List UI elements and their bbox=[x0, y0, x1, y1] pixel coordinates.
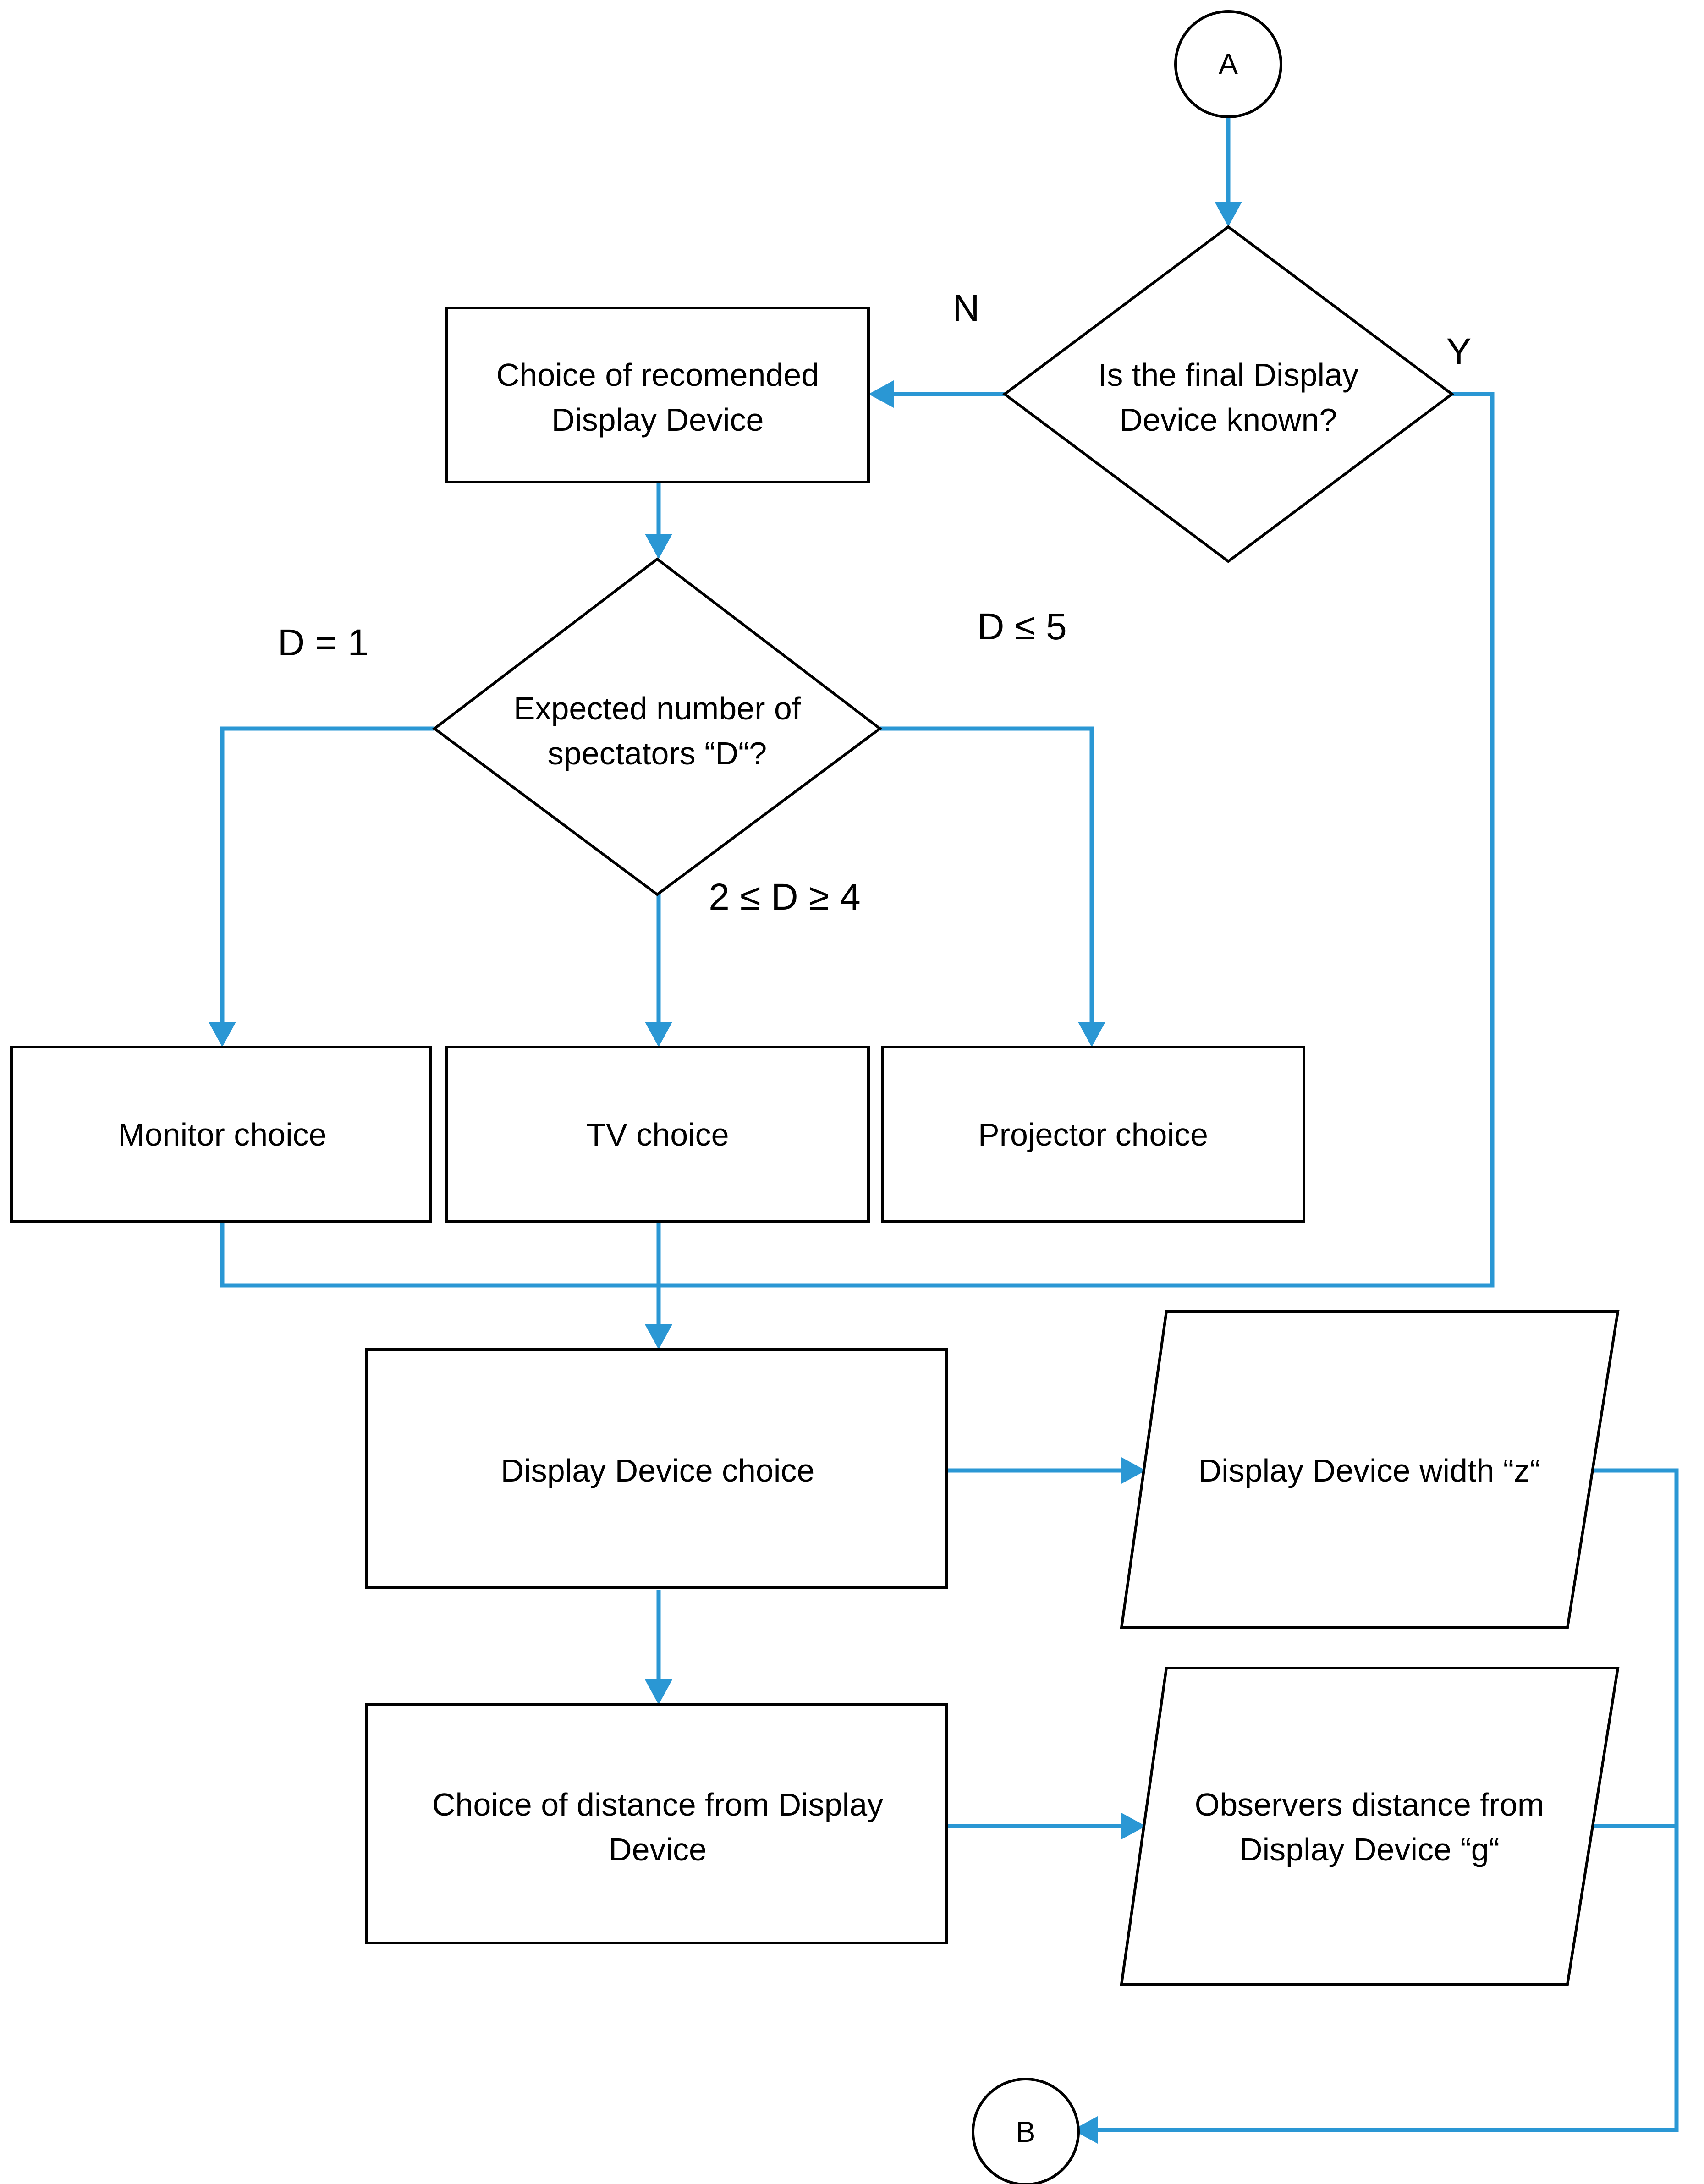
width-output-text: Display Device width “z“ bbox=[1198, 1453, 1541, 1488]
connector-a bbox=[1174, 10, 1282, 118]
arrowhead-b bbox=[1072, 2116, 1098, 2144]
display-choice-text: Display Device choice bbox=[501, 1453, 815, 1488]
arrowhead-recommended bbox=[868, 380, 894, 408]
no-label: N bbox=[952, 287, 979, 329]
decision-known-diamond bbox=[1002, 225, 1455, 563]
distance-choice-box bbox=[365, 1703, 948, 1944]
recommended-text-2: Display Device bbox=[552, 402, 764, 438]
line-monitor-to-merge bbox=[220, 1221, 659, 1288]
arrowhead-projector bbox=[1078, 1022, 1105, 1047]
display-choice-box bbox=[365, 1348, 948, 1589]
line-d1-to-monitor bbox=[220, 726, 434, 1031]
recommended-box bbox=[445, 307, 870, 483]
connector-b-label: B bbox=[1016, 2115, 1036, 2148]
projector-text: Projector choice bbox=[978, 1117, 1208, 1152]
decision-spectators-text-2: spectators “D“? bbox=[548, 735, 767, 771]
arrowheads bbox=[209, 202, 1242, 2144]
decision-known-text-1: Is the final Display bbox=[1098, 357, 1358, 393]
width-output-parallelogram bbox=[1120, 1310, 1620, 1629]
distance-output-parallelogram bbox=[1120, 1667, 1620, 1986]
tv-box bbox=[445, 1046, 870, 1223]
arrowhead-tv bbox=[645, 1022, 672, 1047]
line-d5-to-projector bbox=[880, 726, 1094, 1031]
arrowhead-decision bbox=[1215, 202, 1242, 227]
connector-a-label: A bbox=[1219, 48, 1238, 81]
recommended-text-1: Choice of recomended bbox=[496, 357, 819, 393]
monitor-text: Monitor choice bbox=[118, 1117, 326, 1152]
arrowhead-monitor bbox=[209, 1022, 236, 1047]
d5-label: D ≤ 5 bbox=[977, 606, 1066, 648]
line-yes-to-merge bbox=[659, 392, 1495, 1288]
decision-known-text-2: Device known? bbox=[1120, 402, 1337, 438]
d2-label: 2 ≤ D ≥ 4 bbox=[709, 876, 861, 918]
decision-spectators-diamond bbox=[432, 557, 882, 896]
monitor-box bbox=[10, 1046, 432, 1223]
flow-lines bbox=[220, 117, 1679, 2132]
distance-choice-text-2: Device bbox=[609, 1832, 707, 1867]
arrowhead-width bbox=[1121, 1457, 1146, 1484]
decision-spectators-text-1: Expected number of bbox=[514, 691, 801, 726]
arrowhead-display-choice bbox=[645, 1324, 672, 1350]
line-width-to-b bbox=[1088, 1468, 1679, 2132]
distance-choice-text-1: Choice of distance from Display bbox=[432, 1787, 883, 1822]
distance-output-text-1: Observers distance from bbox=[1195, 1787, 1544, 1822]
arrowhead-distance-output bbox=[1121, 1812, 1146, 1840]
tv-text: TV choice bbox=[586, 1117, 729, 1152]
arrowhead-distance bbox=[645, 1679, 672, 1705]
projector-box bbox=[881, 1046, 1305, 1223]
d1-label: D = 1 bbox=[278, 622, 368, 664]
arrowhead-spectators bbox=[645, 534, 672, 559]
connector-b bbox=[972, 2078, 1080, 2184]
distance-output-text-2: Display Device “g“ bbox=[1239, 1832, 1500, 1867]
yes-label: Y bbox=[1446, 331, 1472, 373]
